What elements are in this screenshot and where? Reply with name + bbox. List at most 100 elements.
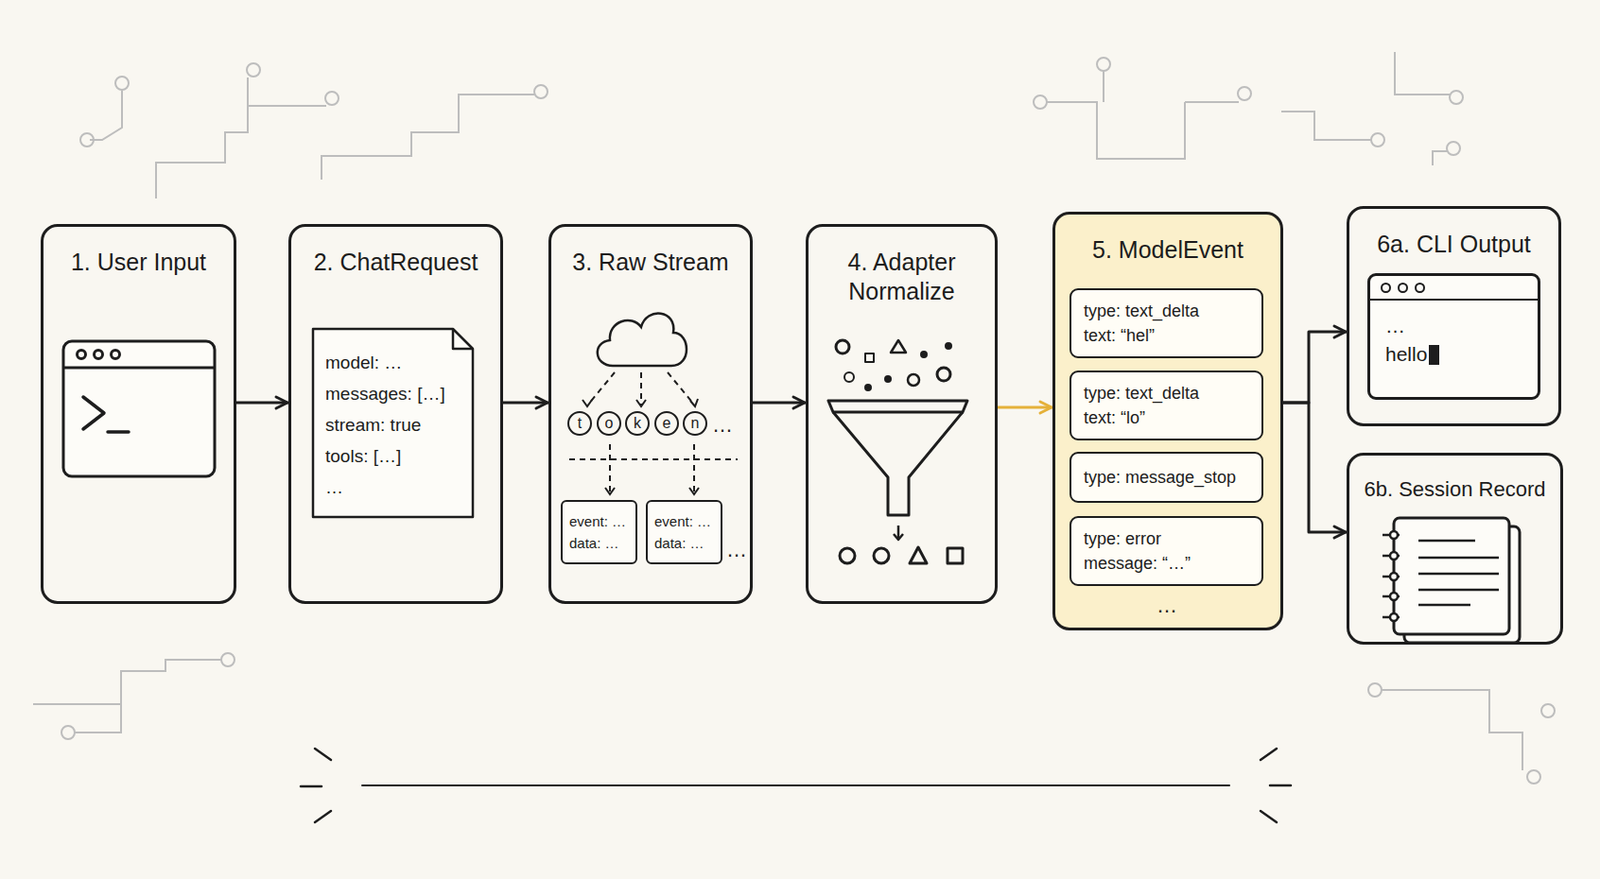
normalize-funnel [937,367,951,382]
normalize-funnel [893,534,904,540]
sse-event-box: event: …data: … [645,500,723,565]
notebook-icon [1418,589,1499,592]
terminal-icon [83,397,105,430]
notebook-icon [1382,531,1499,622]
window-dot [1380,282,1392,294]
field-text: type: message_stop [1083,465,1250,490]
field-text: event: … [654,510,714,533]
normalize-funnel [886,377,891,383]
token-letter: n [691,416,700,432]
flow-arrow [1283,402,1346,533]
stage-title: 4. Adapter Normalize [816,247,988,308]
circuit-traces [1281,111,1372,140]
circuit-traces [325,91,339,105]
timeline-bracket [300,748,1291,823]
flow-arrow [1283,331,1346,403]
circuit-traces [1096,57,1111,71]
circuit-traces [1394,52,1450,95]
notebook-icon [1390,573,1398,581]
ellipsis-label: … [726,538,748,563]
stream-cloud [689,487,699,495]
normalize-funnel [833,412,963,516]
terminal-icon [63,341,215,477]
stage-title: 3. Raw Stream [558,247,743,278]
token-circle: n [682,411,708,436]
notebook-icon [1390,592,1398,601]
terminal-icon [111,350,121,360]
event-box: type: errormessage: “…” [1069,516,1264,587]
stream-cloud [636,400,646,407]
stream-cloud [605,487,615,495]
event-box: type: message_stop [1069,452,1264,504]
stream-cloud [690,399,698,407]
timeline-bracket [1260,748,1277,761]
output-box: 6b. Session Record [1346,452,1564,645]
notebook-icon [1418,604,1471,608]
stream-cloud [693,444,696,492]
field-text: … [325,471,461,504]
normalize-funnel [921,352,927,358]
stream-cloud [588,372,615,405]
timeline-bracket [300,785,322,789]
notebook-icon [1418,539,1476,543]
circuit-traces [1446,141,1461,156]
field-text: type: text_delta [1083,381,1250,406]
sse-event-box: event: …data: … [560,500,638,565]
normalize-funnel [844,372,854,383]
field-text: type: text_delta [1083,298,1250,324]
stream-cloud [569,458,738,461]
timeline-bracket [314,748,331,761]
circuit-traces [61,726,75,740]
document-outline [313,329,473,518]
terminal-icon [94,350,104,360]
field-text: text: “hel” [1083,323,1250,348]
field-text: message: “…” [1083,551,1250,576]
stage-box: 4. Adapter Normalize [805,224,998,605]
terminal-window: …hello [1367,273,1541,400]
field-text: text: “lo” [1083,405,1250,431]
stream-cloud [667,372,695,405]
flow-arrow [236,401,288,405]
circuit-traces [1541,704,1555,718]
window-dot [1397,282,1409,294]
normalize-funnel [828,340,968,564]
stream-cloud [569,313,738,495]
circuit-traces [221,653,235,667]
normalize-funnel [907,374,920,386]
field-text: type: error [1083,526,1250,552]
field-text: model: … [325,347,461,379]
circuit-traces [1102,70,1105,103]
normalize-funnel [835,340,850,354]
notebook-icon [1418,556,1499,560]
normalize-funnel [946,344,952,349]
notebook-icon [1393,518,1510,635]
stream-cloud [608,444,611,492]
normalize-funnel [839,548,855,564]
timeline-bracket [362,784,1230,787]
output-box: 6a. CLI Output…hello [1346,206,1562,427]
normalize-funnel [909,547,927,564]
stage-box: 1. User Input [40,224,237,605]
circuit-traces [247,105,327,133]
flow-arrow [752,401,805,405]
token-circle: e [654,411,679,436]
stream-cloud [597,313,687,366]
terminal-icon [63,366,215,370]
event-box: type: text_deltatext: “lo” [1069,370,1264,441]
circuit-traces [1449,90,1463,105]
notebook-icon [1390,531,1398,540]
ellipsis-label: … [712,413,733,438]
terminal-icon [77,350,87,360]
circuit-traces [1237,86,1252,101]
stream-cloud [582,400,592,407]
stage-title: 2. ChatRequest [298,247,493,278]
circuit-traces [1432,151,1447,166]
circuit-traces [1371,133,1385,147]
timeline-bracket [314,811,331,823]
circuit-traces [74,704,122,733]
field-text: data: … [654,532,714,555]
event-box: type: text_deltatext: “hel” [1069,288,1264,359]
highlight-box: 5. ModelEventtype: text_deltatext: “hel”… [1052,211,1284,631]
